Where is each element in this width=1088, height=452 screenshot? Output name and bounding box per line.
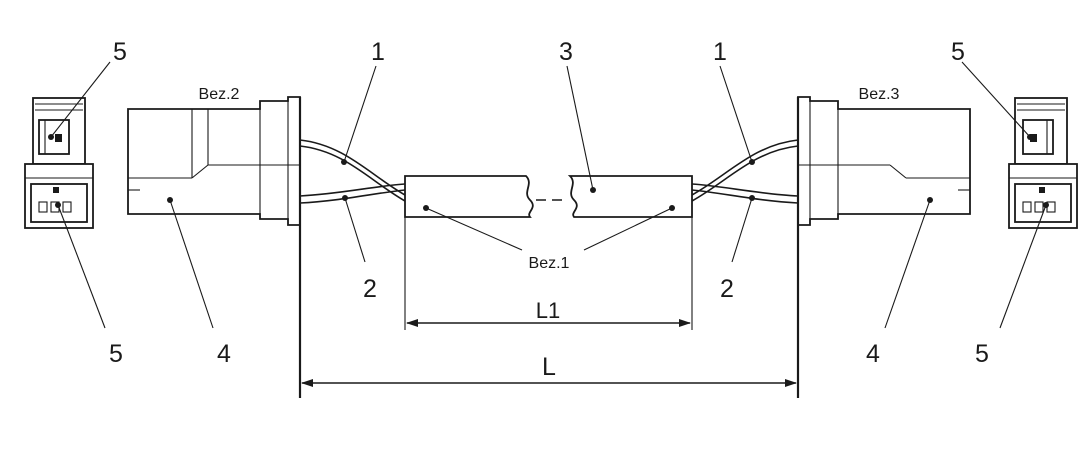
callout-5-top-left: 5 — [113, 38, 127, 66]
callout-1-right: 1 — [713, 38, 727, 66]
callout-4-right: 4 — [866, 340, 880, 368]
right-connector-housing — [797, 96, 971, 226]
right-end-view-connector — [1008, 97, 1078, 229]
leader-dots — [48, 134, 1049, 211]
leader-lines — [50, 61, 1047, 329]
dimension-extension-lines — [298, 97, 800, 398]
left-connector-housing — [127, 96, 301, 226]
callout-5-bottom-right: 5 — [975, 340, 989, 368]
callout-4-left: 4 — [217, 340, 231, 368]
right-cable-strands — [691, 139, 799, 204]
callout-2-right: 2 — [720, 275, 734, 303]
callout-5-bottom-left: 5 — [109, 340, 123, 368]
left-end-view-connector — [24, 97, 94, 229]
callout-2-left: 2 — [363, 275, 377, 303]
dimension-label-l: L — [542, 353, 556, 381]
label-bez1: Bez.1 — [529, 255, 570, 272]
label-bez2: Bez.2 — [199, 86, 240, 103]
callout-5-top-right: 5 — [951, 38, 965, 66]
cable-sheath-with-break — [404, 175, 693, 218]
callout-3: 3 — [559, 38, 573, 66]
left-cable-strands — [299, 139, 406, 204]
label-bez3: Bez.3 — [859, 86, 900, 103]
callout-1-left: 1 — [371, 38, 385, 66]
dimension-label-l1: L1 — [536, 298, 560, 323]
